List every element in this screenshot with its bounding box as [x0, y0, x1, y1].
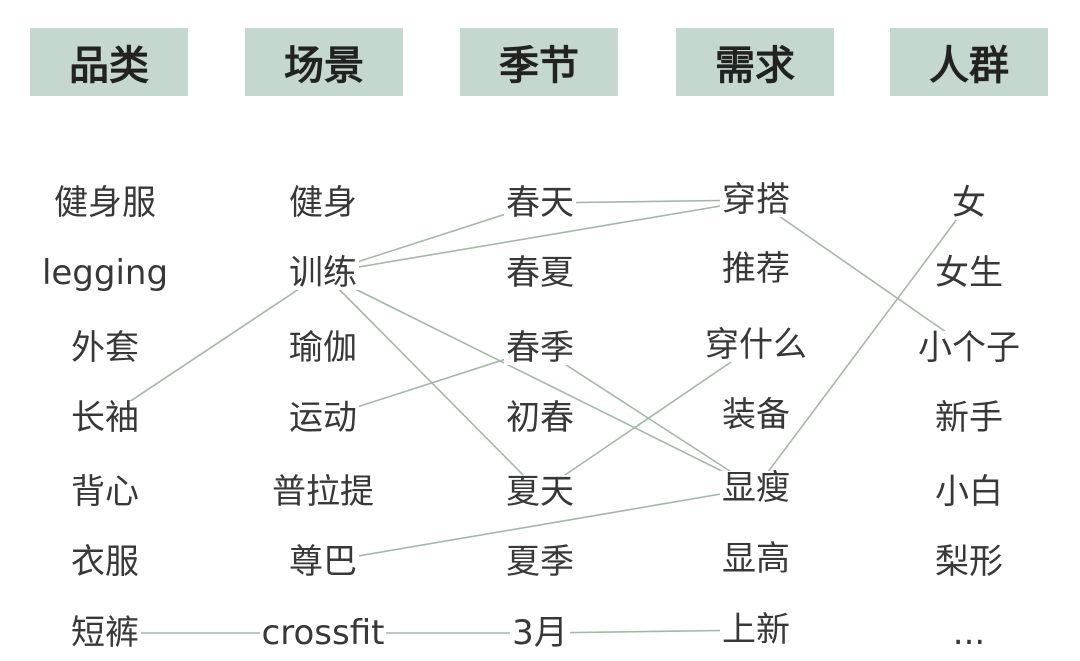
category-item: 长袖 [69, 398, 141, 438]
audience-item: 女 [950, 183, 988, 223]
scene-item: crossfit [259, 613, 387, 653]
connection-line [104, 272, 324, 419]
category-item: 背心 [69, 472, 141, 512]
need-item: 推荐 [720, 249, 792, 289]
need-item: 上新 [720, 610, 792, 650]
scene-item: 训练 [287, 253, 359, 293]
category-item: 健身服 [52, 183, 158, 223]
season-item: 春夏 [504, 253, 576, 293]
scene-item: 健身 [287, 183, 359, 223]
season-item: 春季 [504, 328, 576, 368]
category-item: legging [39, 253, 171, 293]
need-item: 显高 [720, 539, 792, 579]
scene-item: 普拉提 [270, 472, 376, 512]
connection-line [322, 199, 757, 274]
need-item: 穿什么 [703, 325, 809, 365]
scene-item: 运动 [287, 398, 359, 438]
column-header-category: 品类 [30, 28, 188, 96]
connection-line [322, 347, 541, 419]
audience-item: 女生 [933, 253, 1005, 293]
scene-item: 尊巴 [287, 542, 359, 582]
audience-item: 新手 [933, 398, 1005, 438]
season-item: 夏季 [504, 542, 576, 582]
audience-item: 小白 [933, 472, 1005, 512]
category-item: 衣服 [69, 542, 141, 582]
column-header-audience: 人群 [890, 28, 1048, 96]
column-header-season: 季节 [460, 28, 618, 96]
season-item: 春天 [504, 183, 576, 223]
need-item: 穿搭 [720, 180, 792, 220]
audience-item: 梨形 [933, 542, 1005, 582]
season-item: 初春 [504, 398, 576, 438]
scene-item: 瑜伽 [287, 328, 359, 368]
connection-line [322, 202, 541, 274]
need-item: 显瘦 [720, 468, 792, 508]
season-item: 3月 [510, 613, 570, 653]
column-header-scene: 场景 [245, 28, 403, 96]
category-item: 短裤 [69, 613, 141, 653]
column-header-need: 需求 [676, 28, 834, 96]
audience-item: 小个子 [916, 328, 1022, 368]
need-item: 装备 [720, 395, 792, 435]
audience-item: ... [950, 613, 988, 653]
season-item: 夏天 [504, 472, 576, 512]
connection-line [755, 199, 970, 349]
connection-line [322, 487, 757, 563]
connection-line [539, 344, 757, 493]
connection-line [322, 272, 757, 489]
connection-line [755, 202, 970, 489]
category-item: 外套 [69, 328, 141, 368]
